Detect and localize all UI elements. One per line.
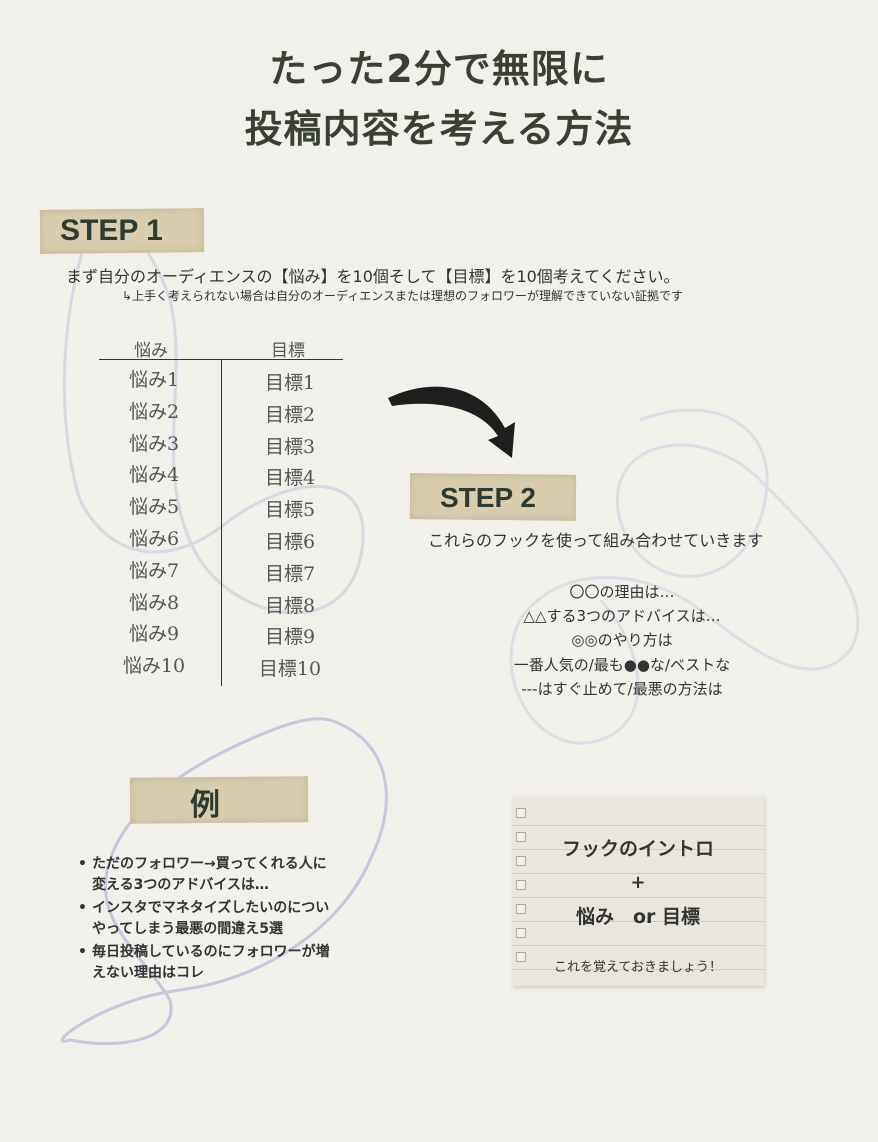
note-card: フックのイントロ + 悩み or 目標 これを覚えておきましょう！ [512,796,764,986]
step1-note: ↳上手く考えられない場合は自分のオーディエンスまたは理想のフォロワーが理解できて… [122,289,683,303]
mokuhyo-item: 目標1 [264,372,316,394]
binder-hole-icon [516,928,526,938]
example-label: 例 [190,788,220,823]
hook-item: ◎◎のやり方は [571,631,673,650]
nayami-column: 悩み1 悩み2 悩み3 悩み4 悩み5 悩み6 悩み7 悩み8 悩み9 悩み10 [104,365,204,683]
mokuhyo-item: 目標10 [258,658,322,681]
page-title-line2: 投稿内容を考える方法 [244,107,634,151]
binder-hole-icon [516,880,526,890]
step1-instruction: まず自分のオーディエンスの【悩み】を10個そして【目標】を10個考えてください。 [66,267,680,286]
note-card-nayami-or-mokuhyo: 悩み or 目標 [575,906,701,928]
nayami-item: 悩み8 [128,591,180,614]
hook-item: 〇〇の理由は… [569,583,675,601]
mokuhyo-item: 目標7 [264,562,316,585]
hook-list: 〇〇の理由は… △△する3つのアドバイスは… ◎◎のやり方は 一番人気の/最も●… [410,580,834,701]
binder-hole-icon [516,904,526,914]
example-item-line: インスタでマネタイズしたいのについ [92,900,330,916]
binder-hole-icon [516,952,526,962]
hook-item: △△する3つのアドバイスは… [523,607,721,626]
nayami-item: 悩み6 [128,527,180,550]
binder-hole-icon [516,856,526,866]
example-item-line: 変える3つのアドバイスは… [92,877,269,893]
step1-label: STEP 1 [60,214,163,247]
nayami-item: 悩み2 [128,400,180,423]
step2-instruction: これらのフックを使って組み合わせていきます [428,531,764,550]
nayami-item: 悩み7 [128,559,180,582]
mokuhyo-item: 目標3 [264,435,316,458]
table-header-nayami: 悩み [134,341,168,361]
hook-item: 一番人気の/最も●●な/ベストな [513,655,731,674]
mokuhyo-column: 目標1 目標2 目標3 目標4 目標5 目標6 目標7 目標8 目標9 目標10 [240,368,340,686]
mokuhyo-item: 目標9 [264,626,316,649]
example-item-line: ただのフォロワー→買ってくれる人に [92,856,327,872]
example-item: インスタでマネタイズしたいのについ やってしまう最悪の間違え5選 [76,898,396,940]
mokuhyo-item: 目標8 [264,594,316,617]
example-item-line: やってしまう最悪の間違え5選 [92,921,284,937]
mokuhyo-item: 目標2 [264,403,316,426]
mokuhyo-item: 目標4 [264,467,316,490]
example-list: ただのフォロワー→買ってくれる人に 変える3つのアドバイスは… インスタでマネタ… [76,854,396,986]
nayami-item: 悩み1 [128,369,180,391]
binder-hole-icon [516,808,526,818]
note-card-footer: これを覚えておきましょう！ [554,960,722,975]
scribble-line-top [62,210,365,615]
nayami-item: 悩み5 [128,496,180,519]
note-card-plus: + [630,872,646,893]
curved-arrow-icon [388,386,515,458]
scribble-line-right [509,408,860,745]
mokuhyo-item: 目標5 [264,499,316,522]
nayami-item: 悩み10 [122,655,186,678]
example-item: 毎日投稿しているのにフォロワーが増 えない理由はコレ [76,942,396,984]
example-item: ただのフォロワー→買ってくれる人に 変える3つのアドバイスは… [76,854,396,896]
example-item-line: えない理由はコレ [92,965,204,981]
mokuhyo-item: 目標6 [264,530,316,553]
step2-label: STEP 2 [440,482,536,513]
hook-item: ---はすぐ止めて/最悪の方法は [521,679,723,698]
table-header-mokuhyo: 目標 [271,341,305,361]
page-title-line1: たった2分で無限に [269,47,609,91]
note-card-hook-intro: フックのイントロ [561,838,714,860]
binder-hole-icon [516,832,526,842]
example-item-line: 毎日投稿しているのにフォロワーが増 [92,944,330,960]
nayami-item: 悩み9 [128,623,180,646]
nayami-item: 悩み3 [128,432,180,455]
nayami-item: 悩み4 [128,464,180,487]
table-column-divider [221,360,222,686]
table-header-divider [99,359,343,360]
